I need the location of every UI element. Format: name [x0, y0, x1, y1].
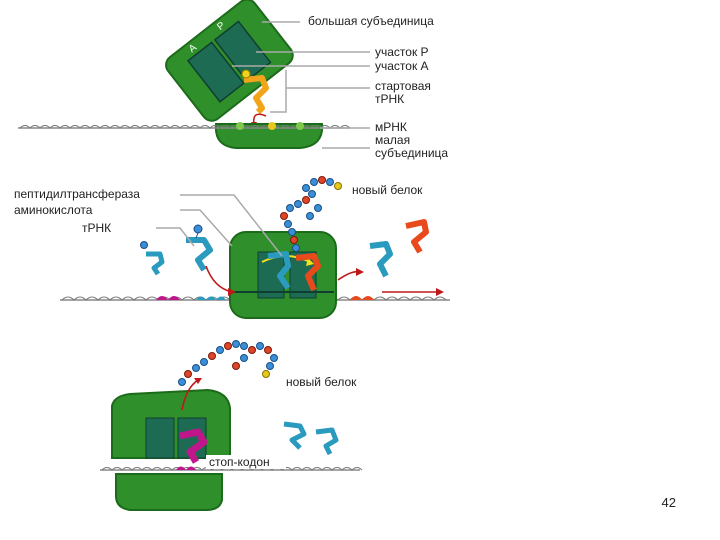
label-small-subunit: малая субъединица	[375, 133, 449, 160]
amino-acid-bead	[193, 224, 203, 234]
codon-magenta	[156, 296, 180, 300]
trna-leaving-2	[315, 427, 339, 456]
termination-panel	[100, 340, 363, 511]
initiation-panel: А Р	[18, 0, 370, 149]
stop-codon-mark	[176, 466, 196, 470]
label-mrna: мРНК	[375, 120, 407, 134]
codon-red	[350, 296, 374, 300]
start-amino-acid	[241, 69, 251, 79]
label-amino-acid: аминокислота	[14, 203, 93, 217]
start-trna	[243, 75, 269, 115]
peptide-chain-2	[178, 340, 278, 386]
trna-departing-red	[405, 219, 429, 254]
label-new-protein-2: новый белок	[286, 375, 357, 389]
elongation-panel	[60, 176, 450, 319]
page-number: 42	[661, 495, 676, 510]
release-arrow	[181, 379, 199, 411]
label-stop-codon: стоп-кодон	[209, 455, 270, 469]
codon-blue-1	[196, 296, 226, 300]
trna-free	[146, 251, 165, 276]
trna-entering	[186, 237, 213, 272]
binding-arrow	[253, 113, 267, 125]
label-site-p: участок Р	[375, 45, 429, 59]
small-subunit-3	[115, 473, 223, 511]
peptide-chain-1	[280, 176, 342, 252]
label-large-subunit: большая субъединица	[308, 14, 434, 28]
label-trna: тРНК	[82, 221, 112, 235]
site-p-3	[145, 417, 175, 459]
label-start-trna: стартовая тРНК	[375, 79, 431, 106]
trna-departing-blue	[369, 241, 393, 278]
label-peptidyltransferase: пептидилтрансфераза	[14, 187, 140, 201]
small-subunit	[214, 123, 324, 149]
release-factor	[179, 428, 208, 464]
label-new-protein-1: новый белок	[352, 183, 423, 197]
large-subunit: А Р	[165, 0, 294, 122]
codon-bead-yellow	[268, 122, 276, 130]
codon-bead-green	[236, 122, 244, 130]
trna-leaving-1	[283, 421, 307, 450]
trna-in-a-site	[295, 253, 321, 292]
site-a	[186, 41, 245, 103]
label-site-a: участок А	[375, 59, 429, 73]
codon-bead-green-2	[296, 122, 304, 130]
